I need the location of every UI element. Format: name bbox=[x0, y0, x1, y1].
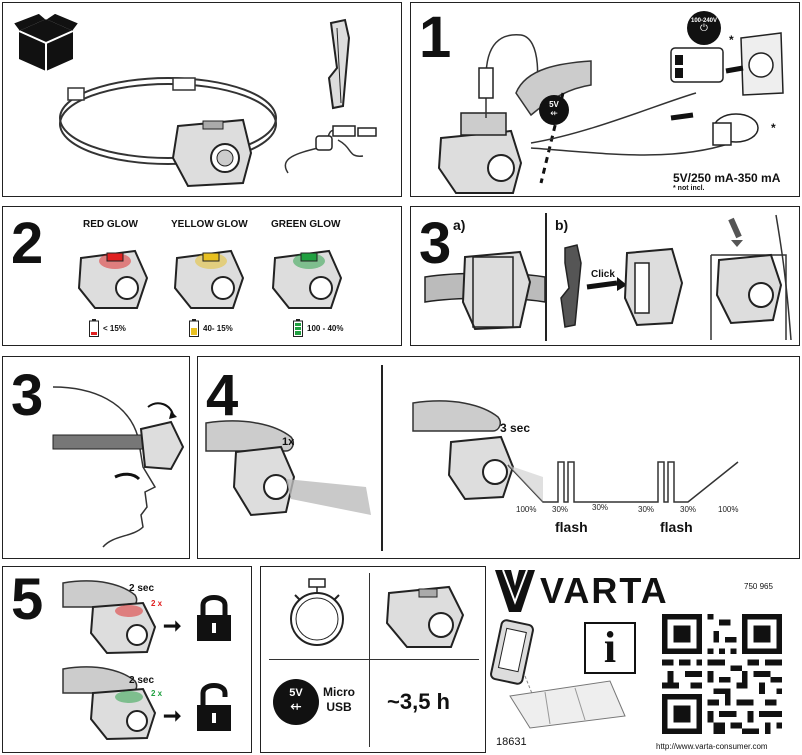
usb-cable-illustration bbox=[284, 125, 377, 174]
step4-switch-panel: 4 1x 3 sec 100% 30% 30% 30% 30% 100% fla… bbox=[197, 356, 800, 559]
package-contents-panel bbox=[2, 2, 402, 197]
runtime-label: ~3,5 h bbox=[387, 689, 450, 714]
step1-number: 1 bbox=[419, 5, 452, 70]
info-runtime-panel: 5V ⇷ Micro USB ~3,5 h bbox=[260, 566, 486, 753]
unlock-time-label: 2 sec bbox=[129, 675, 155, 686]
website-link[interactable]: http://www.varta-consumer.com bbox=[656, 742, 768, 751]
clip-attach-illustration bbox=[560, 244, 684, 328]
flash-label-1: flash bbox=[555, 519, 588, 535]
info-box: i bbox=[584, 622, 636, 674]
charging-spec: 5V/250 mA-350 mA bbox=[673, 171, 781, 185]
flash-label-2: flash bbox=[660, 519, 693, 535]
info-glyph-icon: i bbox=[603, 623, 617, 672]
graph-label-5: 100% bbox=[718, 505, 739, 514]
lock-arrow-icon: ➞ bbox=[163, 613, 182, 638]
plug-icon: ⏻ bbox=[700, 23, 708, 34]
press-hold-illustration bbox=[412, 400, 515, 501]
hold-3sec-label: 3 sec bbox=[500, 421, 531, 435]
yellow-glow-title: YELLOW GLOW bbox=[171, 219, 248, 230]
pocket-clip-illustration bbox=[710, 214, 792, 341]
battery-mid-icon bbox=[189, 319, 199, 337]
lamp-runtime-illustration bbox=[385, 585, 465, 648]
usb-symbol-icon: ⇷ bbox=[550, 108, 558, 118]
press-once-illustration bbox=[205, 420, 371, 517]
graph-label-4: 30% bbox=[680, 505, 697, 514]
battery-full-icon bbox=[293, 319, 303, 337]
step1-charging-panel: 1 5V ⇷ 100-240V ⏻ * * bbox=[410, 2, 800, 197]
unlock-arrow-icon: ➞ bbox=[163, 703, 182, 728]
step4-divider bbox=[381, 365, 383, 551]
usb-5v-label: 5V bbox=[549, 100, 559, 109]
info-horizontal-divider bbox=[269, 659, 479, 660]
yellow-glow-range: 40- 15% bbox=[203, 324, 233, 333]
strap-mount-illustration bbox=[424, 250, 546, 331]
lamp-yellow-glow bbox=[173, 249, 245, 309]
step3-b-label: b) bbox=[555, 217, 569, 233]
head-profile-illustration bbox=[52, 386, 185, 548]
stopwatch-icon bbox=[290, 578, 344, 646]
varta-logo-icon bbox=[495, 569, 535, 612]
product-code: 750 965 bbox=[744, 582, 773, 591]
unlock-count-label: 2 x bbox=[151, 689, 163, 698]
red-glow-range: < 15% bbox=[103, 324, 126, 333]
lamp-red-glow bbox=[77, 249, 149, 309]
lock-time-label: 2 sec bbox=[129, 583, 155, 594]
headband-illustration bbox=[59, 77, 277, 188]
step2-number: 2 bbox=[11, 211, 44, 276]
step3-a-label: a) bbox=[453, 217, 466, 233]
usb-badge: 5V ⇷ bbox=[273, 679, 319, 725]
clip-illustration bbox=[327, 18, 351, 110]
padlock-closed-icon bbox=[197, 595, 231, 641]
step3a-number: 3 bbox=[419, 211, 452, 276]
graph-label-3: 30% bbox=[638, 505, 655, 514]
charging-illustration bbox=[437, 32, 784, 194]
mains-badge: 100-240V ⏻ bbox=[687, 11, 721, 45]
asterisk-mains: * bbox=[729, 33, 734, 47]
graph-label-2: 30% bbox=[592, 503, 609, 512]
lock-count-label: 2 x bbox=[151, 599, 163, 608]
green-glow-range: 100 - 40% bbox=[307, 324, 344, 333]
flash-mode-graph bbox=[507, 461, 739, 503]
lamp-unlock-illustration bbox=[62, 666, 157, 741]
step2-battery-panel: 2 RED GLOW YELLOW GLOW GREEN GLOW < 15% … bbox=[2, 206, 402, 346]
usb-badge-voltage: 5V bbox=[289, 687, 303, 699]
info-vertical-divider bbox=[369, 573, 370, 747]
lamp-green-glow bbox=[271, 249, 343, 309]
not-included-note: * not incl. bbox=[673, 185, 705, 192]
qr-code-image bbox=[662, 614, 782, 734]
step3-tilt-panel: 3 bbox=[2, 356, 190, 559]
box-icon bbox=[11, 12, 81, 71]
step3-mounting-panel: 3 a) b) Click bbox=[410, 206, 800, 346]
graph-label-1: 30% bbox=[552, 505, 569, 514]
brand-name: VARTA bbox=[540, 570, 669, 611]
step3b-number: 3 bbox=[11, 363, 44, 428]
brand-area: VARTA 750 965 i 18631 http://www.varta-c… bbox=[490, 566, 800, 753]
asterisk-car: * bbox=[771, 121, 776, 135]
click-label: Click bbox=[591, 269, 615, 280]
smartphone-illustration bbox=[490, 619, 626, 729]
step4-number: 4 bbox=[206, 363, 239, 428]
usb-type-label: Micro USB bbox=[323, 685, 356, 714]
usb-trident-icon: ⇷ bbox=[290, 698, 302, 714]
step5-lock-panel: 5 2 sec 2 x ➞ 2 sec 2 x ➞ bbox=[2, 566, 252, 753]
green-glow-title: GREEN GLOW bbox=[271, 219, 341, 230]
battery-low-icon bbox=[89, 319, 99, 337]
graph-label-0: 100% bbox=[516, 505, 537, 514]
press-1x-label: 1x bbox=[282, 436, 295, 448]
usb-5v-badge: 5V ⇷ bbox=[539, 95, 569, 125]
mains-voltage-label: 100-240V bbox=[690, 18, 718, 24]
step5-number: 5 bbox=[11, 567, 44, 632]
lamp-lock-illustration bbox=[62, 580, 157, 655]
document-number: 18631 bbox=[496, 736, 527, 748]
padlock-open-icon bbox=[197, 683, 231, 731]
red-glow-title: RED GLOW bbox=[83, 219, 138, 230]
